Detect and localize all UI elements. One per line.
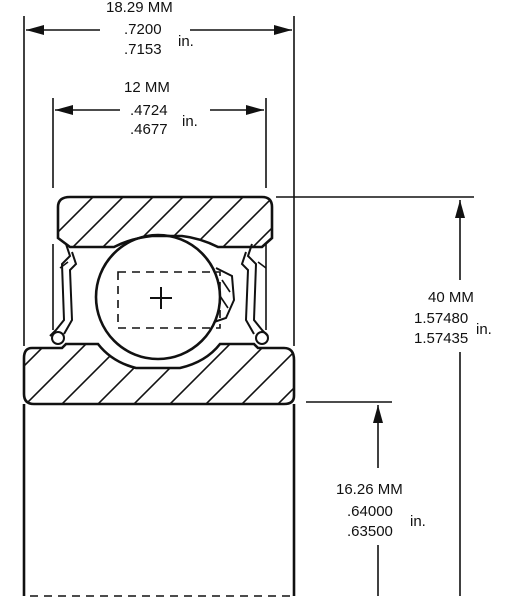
- od-min-inch: 1.57435: [414, 330, 468, 347]
- od-unit: in.: [476, 321, 492, 338]
- cage-outline: [117, 271, 221, 329]
- ih-max-inch: .64000: [347, 503, 393, 520]
- bore-max-inch: .4724: [130, 102, 168, 119]
- bore-arrow-right: [246, 105, 264, 115]
- ih-min-inch: .63500: [347, 523, 393, 540]
- left-seal: [49, 243, 78, 345]
- inner-ring: [22, 342, 296, 406]
- ih-unit: in.: [410, 513, 426, 530]
- bore-arrow-left: [55, 105, 73, 115]
- inner-height-dimension: 16.26 MM .64000 .63500 in.: [306, 401, 426, 596]
- width-unit: in.: [178, 33, 194, 50]
- width-dimension: 18.29 MM .7200 .7153 in.: [23, 0, 295, 346]
- bore-unit: in.: [182, 113, 198, 130]
- outer-ring: [56, 195, 274, 249]
- width-mm-label: 18.29 MM: [106, 0, 173, 16]
- width-min-inch: .7153: [124, 41, 162, 58]
- width-arrow-right: [274, 25, 292, 35]
- cage-tab: [213, 267, 236, 323]
- outer-diameter-dimension: 40 MM 1.57480 1.57435 in.: [276, 196, 492, 596]
- ih-mm-label: 16.26 MM: [336, 481, 403, 498]
- od-mm-label: 40 MM: [428, 289, 474, 306]
- bore-min-inch: .4677: [130, 121, 168, 138]
- od-arrow-top: [455, 200, 465, 218]
- od-max-inch: 1.57480: [414, 310, 468, 327]
- width-max-inch: .7200: [124, 21, 162, 38]
- right-seal: [240, 243, 269, 345]
- ih-arrow-top: [373, 405, 383, 423]
- bearing-cross-section: [22, 195, 296, 597]
- bore-mm-label: 12 MM: [124, 79, 170, 96]
- bore-dimension: 12 MM .4724 .4677 in.: [52, 79, 267, 188]
- width-arrow-left: [26, 25, 44, 35]
